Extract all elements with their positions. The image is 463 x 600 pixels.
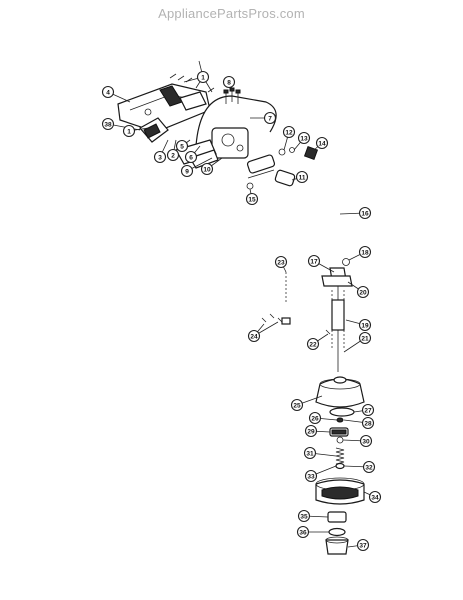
- svg-text:29: 29: [307, 428, 315, 435]
- callout-7: 7: [263, 111, 277, 125]
- callout-6: 6: [184, 150, 198, 164]
- callout-14: 14: [315, 136, 329, 150]
- callout-28: 28: [361, 416, 375, 430]
- callout-8: 8: [222, 75, 236, 89]
- svg-text:5: 5: [180, 143, 184, 150]
- callout-29: 29: [304, 424, 318, 438]
- curved-shaft-drawing: [274, 169, 350, 266]
- svg-text:13: 13: [300, 135, 308, 142]
- svg-text:23: 23: [277, 259, 285, 266]
- callout-37: 37: [356, 538, 370, 552]
- throttle-housing-drawing: [117, 83, 211, 133]
- callout-3: 3: [153, 150, 167, 164]
- bump-head-cover-drawing: [315, 376, 365, 408]
- svg-text:25: 25: [293, 402, 301, 409]
- callout-22: 22: [306, 337, 320, 351]
- shaft-housing-drawing: [321, 267, 353, 372]
- svg-text:33: 33: [307, 473, 315, 480]
- svg-text:30: 30: [362, 438, 370, 445]
- callout-16: 16: [358, 206, 372, 220]
- callout-19: 19: [358, 318, 372, 332]
- svg-text:21: 21: [361, 335, 369, 342]
- callout-26: 26: [308, 411, 322, 425]
- svg-text:18: 18: [361, 249, 369, 256]
- watermark-text: AppliancePartsPros.com: [158, 6, 305, 21]
- spool-drawing: [315, 477, 365, 505]
- callout-11: 11: [295, 170, 309, 184]
- svg-text:7: 7: [268, 115, 272, 122]
- handle-grip-drawing: [139, 117, 169, 143]
- svg-text:17: 17: [310, 258, 318, 265]
- callout-35: 35: [297, 509, 311, 523]
- svg-text:31: 31: [306, 450, 314, 457]
- callout-36: 36: [296, 525, 310, 539]
- callout-20: 20: [356, 285, 370, 299]
- svg-text:1: 1: [127, 128, 131, 135]
- callout-4: 4: [101, 85, 115, 99]
- svg-text:24: 24: [250, 333, 258, 340]
- svg-text:4: 4: [106, 89, 110, 96]
- svg-text:37: 37: [359, 542, 367, 549]
- svg-text:27: 27: [364, 407, 372, 414]
- callout-1: 1: [196, 70, 210, 84]
- svg-text:34: 34: [371, 494, 379, 501]
- callout-12: 12: [282, 125, 296, 139]
- svg-text:10: 10: [203, 166, 211, 173]
- callout-27: 27: [361, 403, 375, 417]
- svg-text:3: 3: [158, 154, 162, 161]
- svg-text:16: 16: [361, 210, 369, 217]
- svg-text:15: 15: [248, 196, 256, 203]
- loop-handle-drawing: [195, 95, 277, 159]
- callout-17: 17: [307, 254, 321, 268]
- shaft-coupler-drawing: [246, 145, 319, 190]
- callout-2: 2: [166, 148, 180, 162]
- svg-text:35: 35: [300, 513, 308, 520]
- callout-13: 13: [297, 131, 311, 145]
- callout-21: 21: [358, 331, 372, 345]
- callout-34: 34: [368, 490, 382, 504]
- washer-ring-drawing: [329, 407, 355, 423]
- svg-text:8: 8: [227, 79, 231, 86]
- small-screws-drawing: [169, 73, 215, 93]
- svg-text:22: 22: [309, 341, 317, 348]
- svg-text:38: 38: [104, 121, 112, 128]
- svg-text:14: 14: [318, 140, 326, 147]
- loose-screws-drawing: [261, 272, 331, 335]
- spool-hub-drawing: [329, 427, 349, 444]
- callout-38: 38: [101, 117, 115, 131]
- svg-text:20: 20: [359, 289, 367, 296]
- svg-text:2: 2: [171, 152, 175, 159]
- callout-25: 25: [290, 398, 304, 412]
- callout-24: 24: [247, 329, 261, 343]
- svg-text:1: 1: [201, 74, 205, 81]
- svg-text:6: 6: [189, 154, 193, 161]
- callout-9: 9: [180, 164, 194, 178]
- svg-text:26: 26: [311, 415, 319, 422]
- spring-drawing: [335, 447, 345, 470]
- svg-text:32: 32: [365, 464, 373, 471]
- svg-text:36: 36: [299, 529, 307, 536]
- svg-text:9: 9: [185, 168, 189, 175]
- svg-text:12: 12: [285, 129, 293, 136]
- callout-10: 10: [200, 162, 214, 176]
- callout-1b: 1: [122, 124, 136, 138]
- handle-bolts-drawing: [223, 87, 241, 104]
- callout-15: 15: [245, 192, 259, 206]
- callout-30: 30: [359, 434, 373, 448]
- svg-text:11: 11: [299, 174, 306, 181]
- svg-text:28: 28: [364, 420, 372, 427]
- callout-18: 18: [358, 245, 372, 259]
- callout-23: 23: [274, 255, 288, 269]
- callout-32: 32: [362, 460, 376, 474]
- bump-knob-drawing: [325, 511, 349, 555]
- callout-31: 31: [303, 446, 317, 460]
- svg-text:19: 19: [361, 322, 369, 329]
- callout-33: 33: [304, 469, 318, 483]
- callout-5: 5: [175, 139, 189, 153]
